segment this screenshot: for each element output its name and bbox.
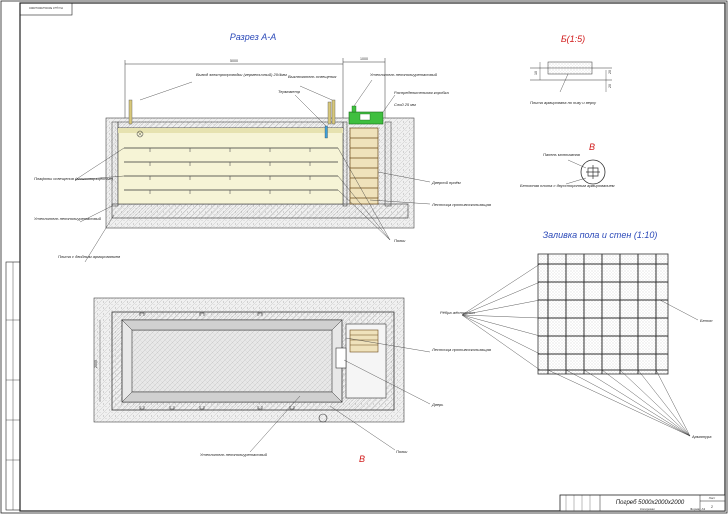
- vent-pipe-right: [331, 99, 336, 125]
- titleblock-sheet-num: 2: [711, 505, 713, 509]
- v-detail: [565, 159, 606, 185]
- ladder-section: [349, 127, 379, 205]
- callout-switch: Выключатель освещения: [288, 74, 337, 79]
- lamp-icon: [136, 130, 144, 138]
- callout-distribution-box: Распределительная коробка: [394, 90, 449, 95]
- top-left-stamp-box: [19, 2, 73, 16]
- rebar-grid: [537, 253, 669, 375]
- plan-callout-lines: [249, 337, 431, 453]
- plan-callout-door: Дверь: [431, 402, 443, 407]
- plan-door: [335, 347, 347, 369]
- titleblock-copied: Копировал: [640, 507, 655, 511]
- callout-slab: Плита с двойным армированием: [58, 254, 120, 259]
- grid-callout-concrete: Бетон: [700, 318, 713, 323]
- vent-pipe-left: [128, 99, 133, 125]
- section-aa-base-slab: [111, 203, 409, 219]
- dim-b-20: 20: [608, 70, 612, 74]
- section-b-title: Б(1:5): [561, 34, 585, 44]
- top-left-stamp: Погреб 5000х2000х2000: [29, 6, 63, 10]
- cellar-interior: [117, 127, 344, 205]
- section-aa-dimensions: [124, 58, 386, 120]
- section-aa-title: Разрез А-А: [230, 32, 277, 42]
- dim-b-20b: 20: [608, 84, 612, 88]
- section-b-detail: [530, 61, 612, 93]
- section-aa-left-wall: [111, 121, 119, 207]
- section-aa-ceiling: [117, 121, 344, 129]
- dim-1000: 1000: [360, 57, 368, 61]
- titleblock-name: Погреб 5000х2000х2000: [616, 500, 685, 506]
- section-aa-mid-wall: [342, 121, 348, 207]
- plan-floor: [131, 329, 333, 393]
- grid-callout-rebar: Арматура: [691, 434, 712, 439]
- plan-v-marker: В: [359, 454, 365, 464]
- plan-callout-shelves: Полки: [396, 449, 408, 454]
- grid-callout-lines: [461, 263, 699, 437]
- callout-thin-layer: Слой 25 мм: [394, 102, 416, 107]
- plan-callout-insulation: Утеплитель пенополиуретановый: [200, 452, 268, 457]
- floor-walls-title: Заливка пола и стен (1:10): [543, 230, 658, 240]
- callout-lamps: Плафоны освещения (влагозащищённые): [34, 176, 114, 181]
- grid-callout-ribs: Рёбра жёсткости: [440, 310, 475, 315]
- b-callout-slab-arm: Плита армирована по низу и верху: [530, 100, 597, 105]
- thermometer-icon: [324, 125, 328, 139]
- callout-door: Дверной проём: [431, 180, 461, 185]
- callout-ladder-insul: Лестница противоскользящая: [431, 202, 492, 207]
- title-block: [559, 494, 726, 512]
- callout-shelves: Полки: [394, 238, 406, 243]
- v-callout-base: Бетонная плита с двухсторонним армирован…: [520, 183, 615, 188]
- insulation-band: [118, 128, 343, 133]
- callout-vent-pipe: Вывод электропроводки (гермети­чный) 20/…: [196, 72, 287, 77]
- plan-callout-stair: Лестница противоскользящая: [431, 347, 492, 352]
- vent-pipe-right-2: [327, 101, 332, 125]
- section-v-title: В: [589, 142, 595, 152]
- left-side-strip: [5, 261, 21, 511]
- dim-2000: 2000: [94, 360, 98, 368]
- section-callout-lines: [74, 79, 431, 263]
- plan-callout-circle: [318, 413, 328, 423]
- callout-insulation-left: Утеплитель пенополиуретановый: [34, 216, 102, 221]
- drawing-frame: [19, 2, 726, 512]
- section-aa-right-wall: [384, 121, 392, 207]
- shelf-supports: [149, 148, 311, 194]
- titleblock-format: Формат А3: [690, 507, 705, 511]
- callout-insulation-top: Утеплитель пенополиуретановый: [370, 72, 438, 77]
- v-callout-panel: Панель монтажная: [543, 152, 581, 157]
- callout-thermometer: Термометр: [278, 89, 301, 94]
- shelves-section: [124, 147, 338, 191]
- dim-5000: 5000: [230, 59, 238, 63]
- dim-b-10: 10: [534, 71, 538, 75]
- titleblock-sheet-label: Лист: [709, 496, 716, 500]
